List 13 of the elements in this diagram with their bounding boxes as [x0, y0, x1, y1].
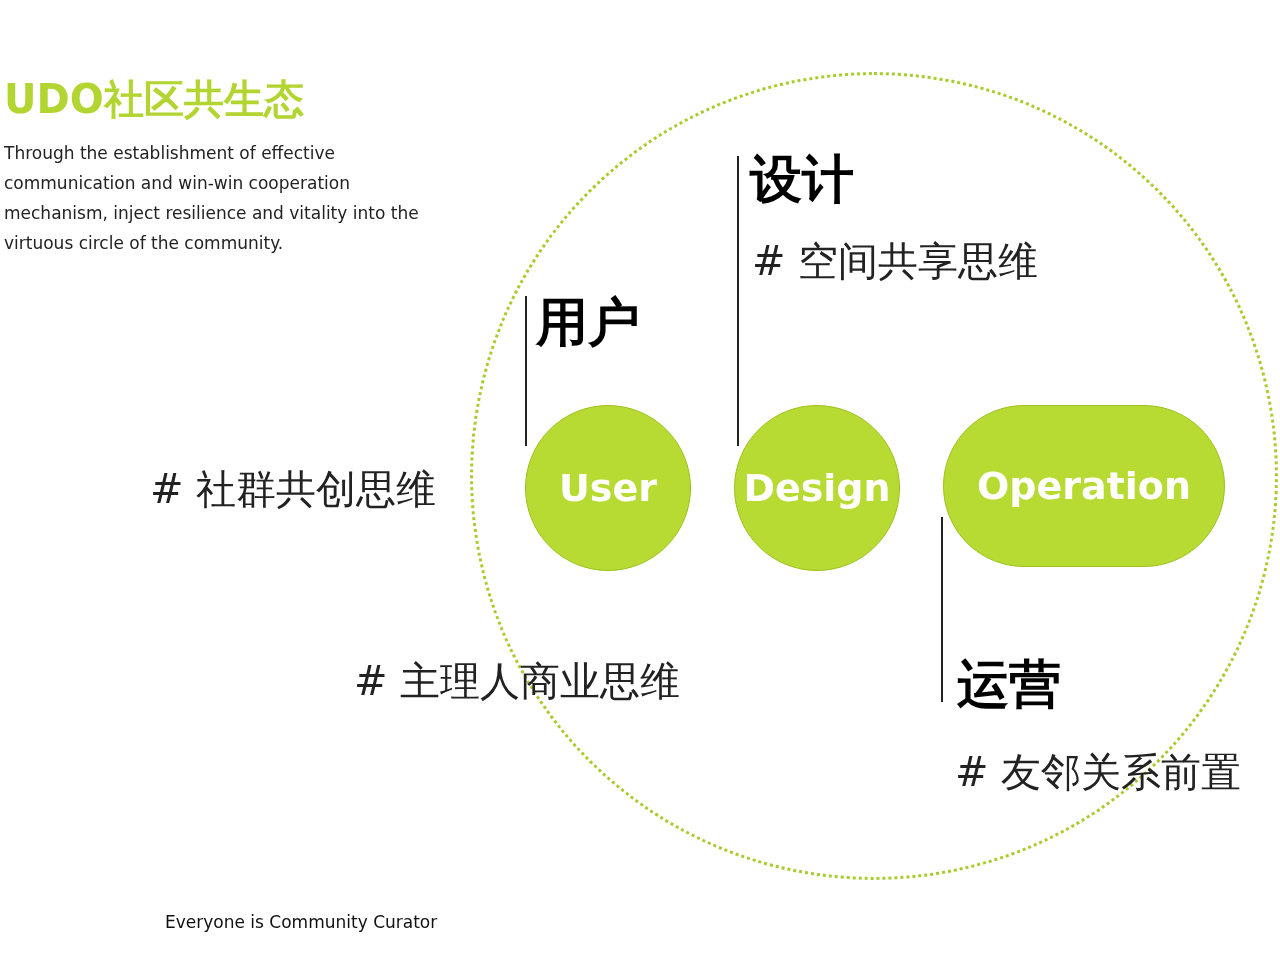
tag-text: # 主理人商业思维 — [354, 657, 681, 706]
section-heading: 用户 — [536, 291, 640, 354]
title-heading: UDO社区共生态 — [4, 75, 304, 124]
description-text: Through the establishment of effective communication and win-win cooperation mechanism, inject resilience and vitality into the virtuous circle of the community. — [4, 142, 420, 255]
slogan-text: Everyone is Community Curator — [165, 912, 438, 932]
node-label: Design — [743, 466, 891, 510]
tag-text: # 社群共创思维 — [150, 465, 437, 514]
operation-pill — [943, 405, 1225, 567]
section-heading: 运营 — [957, 653, 1061, 716]
section-heading: 设计 — [750, 148, 854, 211]
tag-text: # 空间共享思维 — [752, 237, 1039, 286]
node-label: User — [559, 466, 657, 510]
node-label: Operation — [977, 464, 1191, 508]
